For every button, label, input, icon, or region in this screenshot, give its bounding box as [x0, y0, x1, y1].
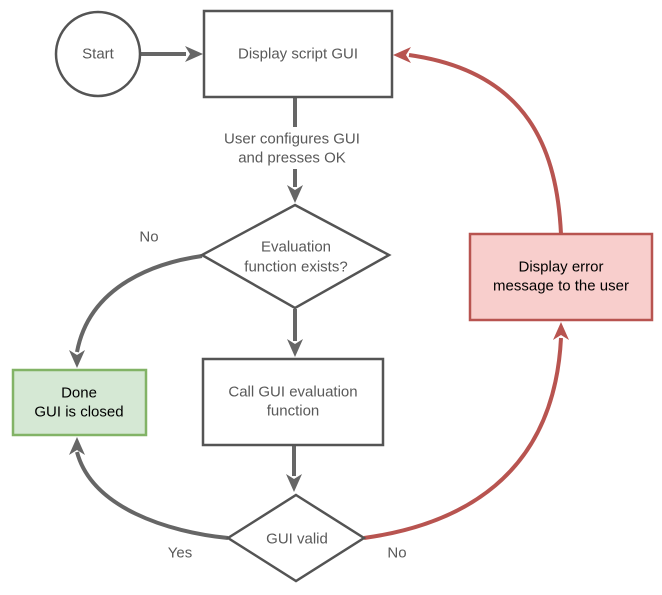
arrowhead-down-icon: [287, 339, 303, 357]
call-eval-label-line1: Call GUI evaluation: [228, 384, 357, 401]
error-label-line1: Display error: [518, 259, 603, 276]
edge-label-configure-line1: User configures GUI: [224, 131, 360, 148]
arrowhead-up-icon: [69, 437, 85, 455]
start-label: Start: [82, 46, 115, 63]
display-gui-rect: [202, 9, 394, 99]
done-label-line2: GUI is closed: [34, 404, 123, 421]
node-gui-valid: GUI valid: [225, 493, 367, 583]
gui-valid-diamond: [225, 493, 367, 583]
edge-error-return-curve: [408, 53, 563, 235]
eval-exists-label-line2: function exists?: [244, 259, 347, 276]
edge-valid-no-to-error: No: [363, 322, 569, 562]
edge-valid-yes-curve: [75, 451, 229, 540]
edge-valid-no-curve: [363, 337, 563, 540]
call-eval-rect: [201, 357, 385, 447]
node-error: Display error message to the user: [468, 232, 654, 322]
edge-eval-to-call: [287, 309, 303, 357]
edge-start-to-display: [140, 46, 203, 62]
edge-eval-no-curve: [75, 254, 203, 353]
node-eval-exists: Evaluation function exists?: [199, 203, 392, 310]
error-label-line2: message to the user: [493, 278, 629, 295]
node-done: Done GUI is closed: [11, 368, 148, 437]
start-circle: [54, 10, 142, 98]
eval-exists-label-line1: Evaluation: [261, 239, 331, 256]
gui-valid-label: GUI valid: [266, 531, 328, 548]
eval-exists-diamond: [199, 203, 392, 310]
arrowhead-down-icon: [287, 185, 303, 203]
node-display-gui: Display script GUI: [202, 9, 394, 99]
arrowhead-left-icon: [393, 47, 411, 63]
arrowhead-right-icon: [185, 46, 203, 62]
node-start: Start: [54, 10, 142, 98]
edge-label-configure-line2: and presses OK: [238, 150, 346, 167]
arrowhead-up-icon: [553, 322, 569, 340]
arrowhead-down-icon: [286, 474, 302, 492]
edge-call-to-valid: [286, 445, 302, 492]
edge-error-to-display: [393, 47, 563, 235]
done-label-line1: Done: [61, 385, 97, 402]
edge-display-to-eval: User configures GUI and presses OK: [224, 97, 360, 203]
edge-label-valid-yes: Yes: [168, 545, 192, 562]
display-gui-label: Display script GUI: [238, 46, 358, 63]
node-call-eval: Call GUI evaluation function: [201, 357, 385, 447]
arrowhead-down-icon: [69, 350, 85, 368]
call-eval-label-line2: function: [267, 403, 320, 420]
edge-valid-yes-to-done: Yes: [69, 437, 229, 562]
done-rect: [11, 368, 148, 437]
edge-label-valid-no: No: [387, 545, 406, 562]
error-rect: [468, 232, 654, 322]
edge-label-eval-no: No: [139, 229, 158, 246]
edge-eval-no-to-done: No: [69, 229, 203, 368]
